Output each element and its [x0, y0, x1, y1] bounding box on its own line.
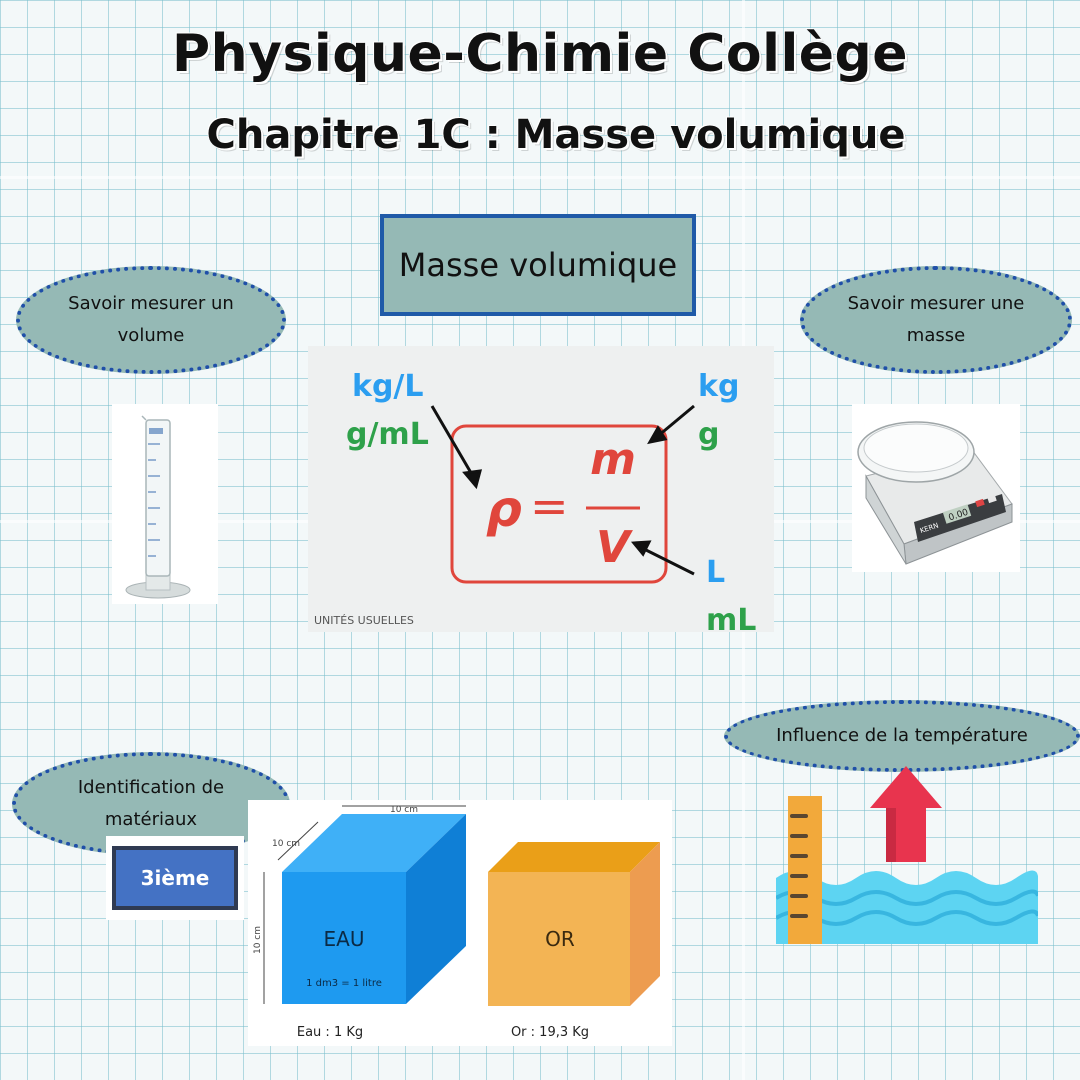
density-cubes-illustration: EAU 1 dm3 = 1 litre 10 cm 10 cm 10 cm OR…	[248, 800, 672, 1046]
level-badge: 3ième	[106, 836, 244, 920]
oval-materiaux-line1: Identification de	[77, 777, 225, 798]
formula-equals: =	[530, 479, 569, 533]
up-arrow-icon	[870, 766, 942, 862]
unit-m-g: g	[698, 417, 719, 452]
gold-cube-label: OR	[545, 927, 575, 951]
formula-denominator: V	[596, 522, 633, 573]
oval-temperature-label: Influence de la température	[776, 725, 1028, 746]
cube-width-label: 10 cm	[390, 805, 418, 815]
oval-volume-line1: Savoir mesurer un	[68, 293, 234, 314]
graduated-cylinder-image	[112, 404, 218, 604]
chapter-subtitle: Chapitre 1C : Masse volumique	[206, 112, 906, 158]
page-title: Physique-Chimie Collège	[171, 24, 909, 84]
formula-caption: UNITÉS USUELLES	[314, 614, 414, 627]
cube-depth-label: 10 cm	[272, 839, 300, 849]
formula-numerator: m	[590, 434, 636, 485]
temperature-rise-illustration	[774, 766, 1040, 946]
paper-fold	[0, 176, 1080, 179]
water-waves	[776, 870, 1038, 944]
oval-materiaux-line2: matériaux	[104, 809, 198, 830]
formula-rho: ρ	[486, 480, 522, 538]
central-topic-label: Masse volumique	[398, 246, 678, 284]
gold-mass-caption: Or : 19,3 Kg	[511, 1025, 589, 1040]
oval-volume-line2: volume	[117, 325, 185, 346]
ruler-icon	[788, 796, 822, 944]
unit-v-l: L	[706, 555, 725, 590]
formula-panel: ρ = m V kg/L g/mL kg g L mL UNITÉS USUEL…	[308, 346, 774, 638]
unit-rho-kg-per-l: kg/L	[352, 369, 424, 404]
water-cube	[282, 872, 406, 1004]
level-badge-label: 3ième	[112, 846, 238, 910]
oval-measure-volume: Savoir mesurer un volume	[16, 266, 286, 374]
electronic-balance-image: 0.00 KERN	[852, 404, 1020, 572]
water-cube-label: EAU	[324, 927, 365, 951]
cube-height-label: 10 cm	[253, 926, 263, 954]
unit-v-ml: mL	[706, 603, 756, 632]
oval-masse-line2: masse	[906, 325, 966, 346]
water-cube-note: 1 dm3 = 1 litre	[306, 978, 382, 989]
central-topic-box: Masse volumique	[380, 214, 696, 316]
oval-measure-mass: Savoir mesurer une masse	[800, 266, 1072, 374]
oval-masse-line1: Savoir mesurer une	[847, 293, 1025, 314]
oval-temperature-influence: Influence de la température	[724, 700, 1080, 772]
water-mass-caption: Eau : 1 Kg	[297, 1025, 363, 1040]
unit-rho-g-per-ml: g/mL	[346, 417, 429, 452]
unit-m-kg: kg	[698, 369, 739, 404]
gold-cube	[488, 872, 630, 1006]
